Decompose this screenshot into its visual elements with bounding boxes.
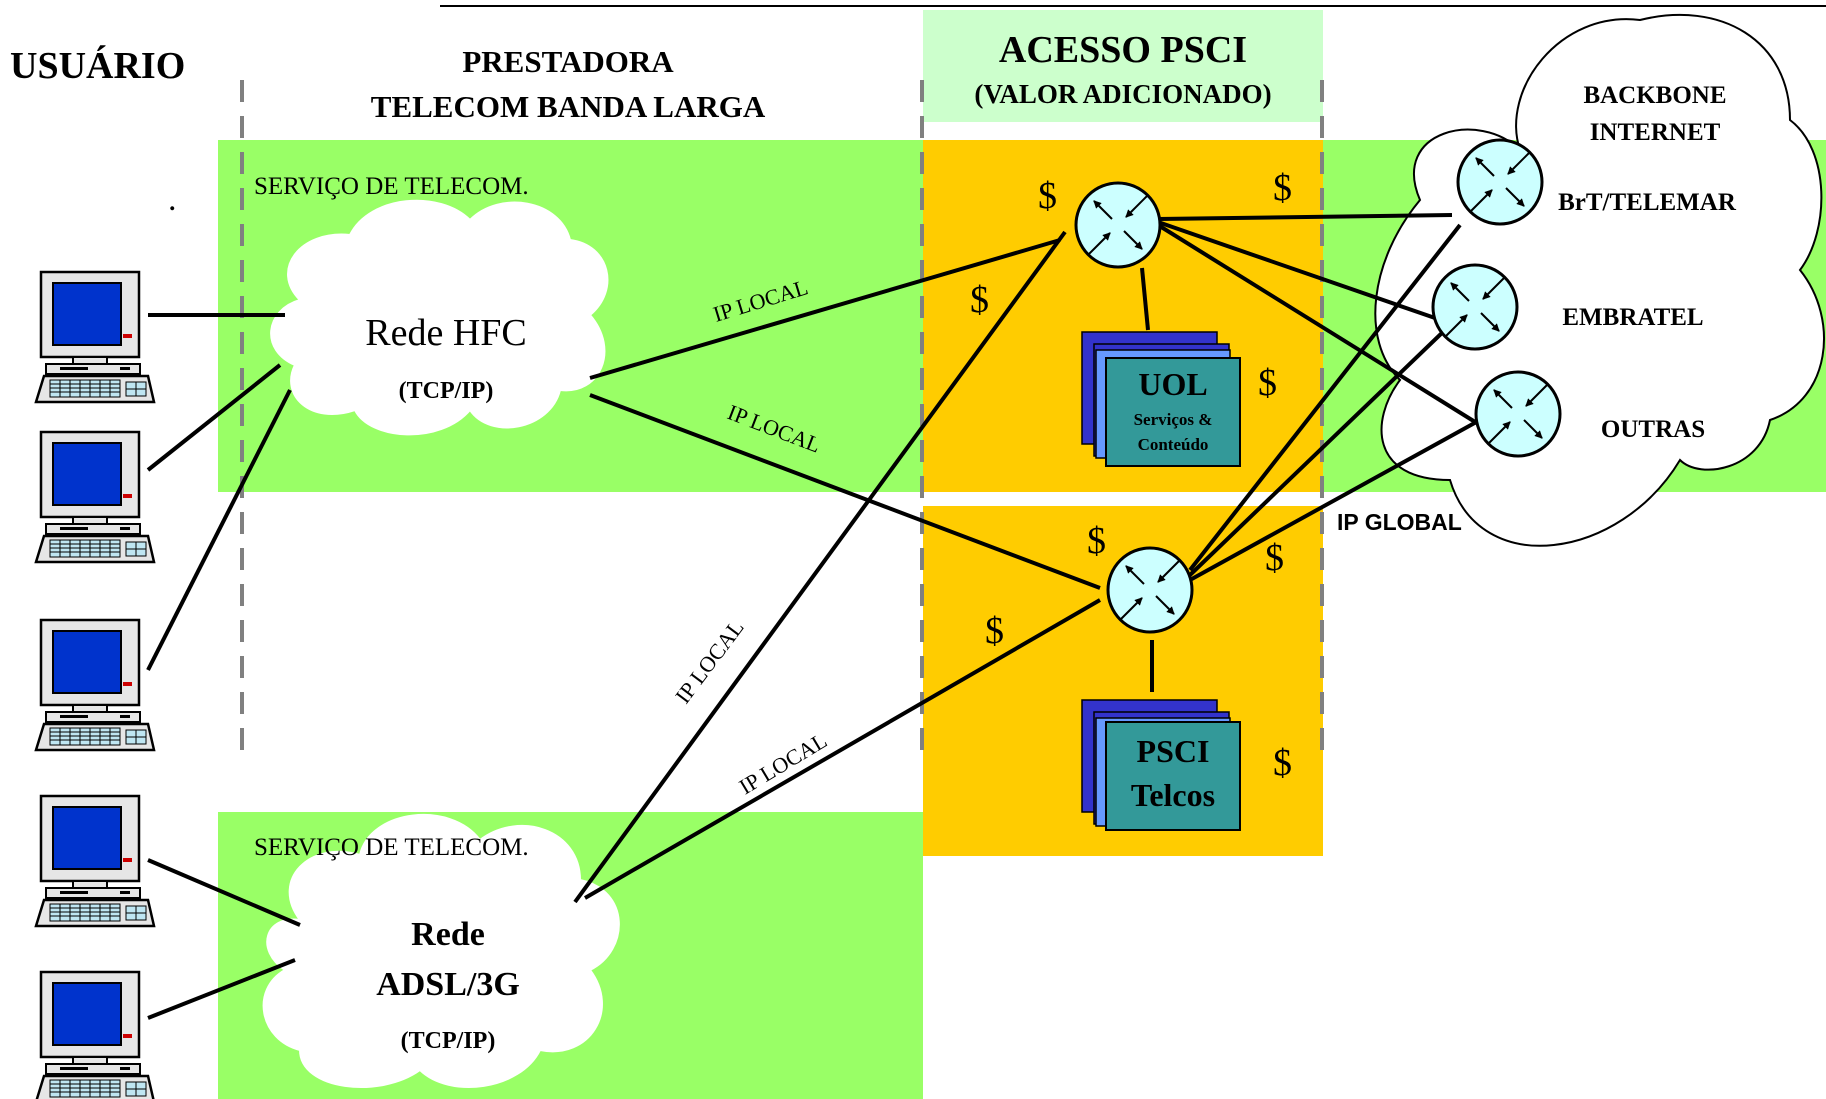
usuario-header: USUÁRIO [10, 45, 185, 87]
link-hfc-router-psci [589, 393, 1101, 590]
adsl-cloud-title-line2: ADSL/3G [376, 966, 520, 1003]
acesso-psci-header-line2: (VALOR ADICIONADO) [974, 79, 1271, 109]
backbone-title-line2: INTERNET [1590, 119, 1721, 146]
acesso-psci-header-band [923, 10, 1323, 122]
link-pc5-adsl [147, 958, 296, 1020]
link-pc3-hfc [146, 389, 292, 671]
link-psci-embratel [1188, 328, 1447, 577]
user-computer-3-icon [34, 618, 156, 752]
router-uol-icon [1076, 183, 1160, 267]
link-uol-brt [1157, 213, 1453, 221]
uol-subtitle-line2: Conteúdo [1138, 435, 1209, 454]
user-computer-5-icon [34, 970, 156, 1099]
uol-subtitle-line1: Serviços & [1134, 410, 1213, 429]
uol-server-icon [1081, 331, 1241, 467]
money-symbol-2: $ [1273, 167, 1292, 209]
servico-telecom-label-bottom: SERVIÇO DE TELECOM. [254, 834, 529, 861]
backbone-title-line1: BACKBONE [1583, 82, 1726, 109]
prestadora-header-line1: PRESTADORA [462, 44, 674, 79]
link-uol-outras [1156, 223, 1482, 427]
link-hfc-router-uol [589, 238, 1061, 380]
link-pc2-hfc [146, 363, 282, 472]
link-router-uol-server [1140, 267, 1150, 331]
link-psci-brt [1188, 223, 1462, 572]
link-uol-embratel [1157, 220, 1436, 320]
isp-outras-label: OUTRAS [1601, 416, 1705, 443]
money-symbol-5: $ [1087, 520, 1106, 562]
router-outras-icon [1476, 372, 1560, 456]
adsl-cloud [262, 813, 620, 1088]
money-symbol-1: $ [1038, 175, 1057, 217]
connection-lines [146, 213, 1482, 1020]
acesso-psci-header-line1: ACESSO PSCI [999, 29, 1247, 71]
ip-local-label-3: IP LOCAL [670, 615, 749, 708]
hfc-cloud [270, 199, 609, 436]
user-computer-1-icon [34, 270, 156, 404]
hfc-cloud-subtitle: (TCP/IP) [399, 378, 494, 404]
link-adsl-router-psci [583, 598, 1102, 900]
isp-brt-label: BrT/TELEMAR [1558, 189, 1737, 216]
psci-telcos-title-line2: Telcos [1131, 777, 1215, 813]
adsl-cloud-title-line1: Rede [411, 916, 485, 953]
servico-telecom-label-top: SERVIÇO DE TELECOM. [254, 173, 529, 200]
user-computer-2-icon [34, 430, 156, 564]
prestadora-header-line2: TELECOM BANDA LARGA [371, 89, 766, 124]
ip-global-label: IP GLOBAL [1337, 509, 1462, 535]
link-psci-outras [1189, 418, 1481, 582]
router-psci-icon [1108, 548, 1192, 632]
money-symbol-8: $ [1273, 742, 1292, 784]
money-symbol-7: $ [985, 610, 1004, 652]
uol-title: UOL [1138, 366, 1207, 402]
link-pc4-adsl [147, 858, 301, 927]
money-symbol-4: $ [1258, 362, 1277, 404]
user-computer-4-icon [34, 794, 156, 928]
link-adsl-router-uol [573, 230, 1067, 904]
router-brt-icon [1458, 140, 1542, 224]
psci-telcos-server-icon [1081, 699, 1241, 831]
dot-marker: . [168, 181, 177, 218]
hfc-cloud-title: Rede HFC [365, 312, 527, 354]
isp-embratel-label: EMBRATEL [1562, 304, 1703, 331]
psci-telcos-title-line1: PSCI [1137, 733, 1210, 769]
money-symbol-3: $ [970, 279, 989, 321]
adsl-cloud-subtitle: (TCP/IP) [401, 1028, 496, 1054]
router-embratel-icon [1433, 265, 1517, 349]
money-symbol-6: $ [1265, 537, 1284, 579]
